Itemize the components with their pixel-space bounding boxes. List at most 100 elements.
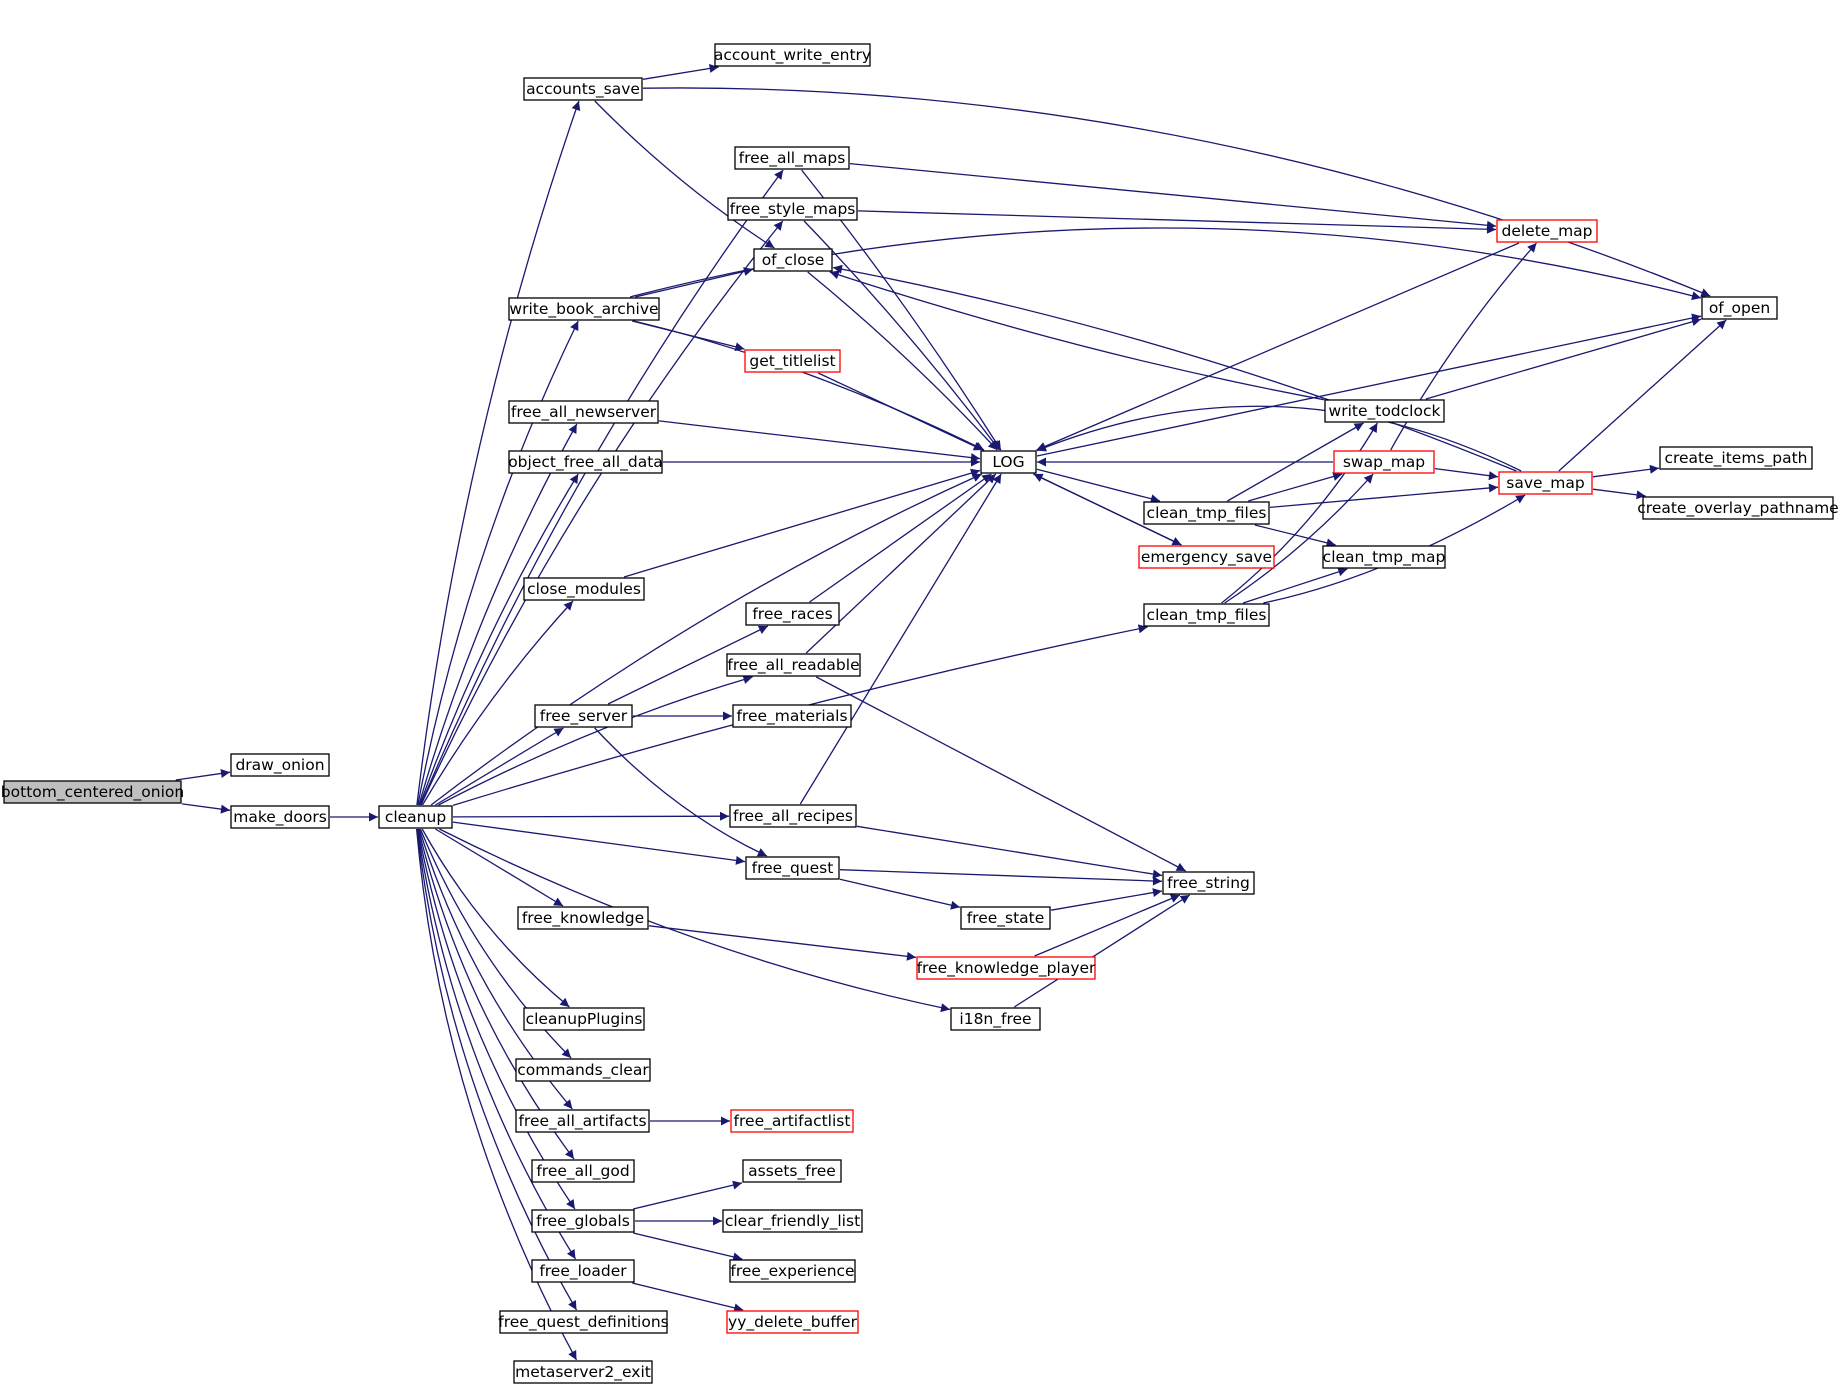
node-box[interactable] <box>753 248 833 272</box>
node-free-quest[interactable]: free_quest <box>745 856 840 880</box>
node-commands-clear[interactable]: commands_clear <box>515 1058 651 1082</box>
node-box[interactable] <box>742 1159 842 1183</box>
node-box[interactable] <box>523 577 645 601</box>
node-free-artifactlist[interactable]: free_artifactlist <box>730 1109 854 1133</box>
node-box[interactable] <box>1498 471 1593 495</box>
node-box[interactable] <box>729 1259 856 1283</box>
node-free-all-god[interactable]: free_all_god <box>531 1159 635 1183</box>
node-free-all-recipes[interactable]: free_all_recipes <box>729 804 857 828</box>
node-box[interactable] <box>523 1007 645 1031</box>
node-make-doors[interactable]: make_doors <box>230 805 330 829</box>
node-bottom-centered-onion[interactable]: bottom_centered_onion <box>1 780 184 804</box>
node-box[interactable] <box>1496 219 1598 243</box>
node-box[interactable] <box>515 1109 650 1133</box>
node-box[interactable] <box>508 450 663 474</box>
node-free-all-newserver[interactable]: free_all_newserver <box>508 400 659 424</box>
node-box[interactable] <box>745 602 840 626</box>
node-box[interactable] <box>960 906 1051 930</box>
node-save-map[interactable]: save_map <box>1498 471 1593 495</box>
node-box[interactable] <box>1143 501 1270 525</box>
node-box[interactable] <box>729 804 857 828</box>
node-box[interactable] <box>230 753 330 777</box>
node-free-races[interactable]: free_races <box>745 602 840 626</box>
node-write-book-archive[interactable]: write_book_archive <box>508 297 660 321</box>
node-box[interactable] <box>1322 545 1446 569</box>
node-box[interactable] <box>499 1310 668 1334</box>
node-metaserver2-exit[interactable]: metaserver2_exit <box>513 1360 653 1384</box>
node-box[interactable] <box>714 43 871 67</box>
node-box[interactable] <box>1162 871 1255 895</box>
node-free-experience[interactable]: free_experience <box>729 1259 856 1283</box>
node-assets-free[interactable]: assets_free <box>742 1159 842 1183</box>
node-delete-map[interactable]: delete_map <box>1496 219 1598 243</box>
node-account-write-entry[interactable]: account_write_entry <box>714 43 871 67</box>
node-accounts-save[interactable]: accounts_save <box>523 77 643 101</box>
node-object-free-all-data[interactable]: object_free_all_data <box>508 450 663 474</box>
node-free-server[interactable]: free_server <box>534 704 633 728</box>
node-clean-tmp-files-2[interactable]: clean_tmp_files <box>1143 603 1270 627</box>
node-i18n-free[interactable]: i18n_free <box>950 1007 1041 1031</box>
node-free-loader[interactable]: free_loader <box>531 1259 635 1283</box>
node-of-close[interactable]: of_close <box>753 248 833 272</box>
node-box[interactable] <box>1659 446 1813 470</box>
node-box[interactable] <box>950 1007 1041 1031</box>
node-box[interactable] <box>1138 545 1275 569</box>
node-yy-delete-buffer[interactable]: yy_delete_buffer <box>726 1310 859 1334</box>
node-box[interactable] <box>517 906 649 930</box>
node-box[interactable] <box>513 1360 653 1384</box>
node-box[interactable] <box>230 805 330 829</box>
node-swap-map[interactable]: swap_map <box>1333 450 1435 474</box>
node-get-titlelist[interactable]: get_titlelist <box>744 349 841 373</box>
node-box[interactable] <box>730 1109 854 1133</box>
node-free-quest-definitions[interactable]: free_quest_definitions <box>498 1310 669 1334</box>
node-LOG[interactable]: LOG <box>980 450 1037 474</box>
node-box[interactable] <box>1642 496 1834 520</box>
node-box[interactable] <box>531 1259 635 1283</box>
node-box[interactable] <box>378 805 453 829</box>
node-free-string[interactable]: free_string <box>1162 871 1255 895</box>
node-box[interactable] <box>726 653 861 677</box>
node-free-globals[interactable]: free_globals <box>531 1209 635 1233</box>
node-free-state[interactable]: free_state <box>960 906 1051 930</box>
node-box[interactable] <box>722 1209 863 1233</box>
node-box[interactable] <box>508 297 660 321</box>
node-box[interactable] <box>531 1159 635 1183</box>
node-clear-friendly-list[interactable]: clear_friendly_list <box>722 1209 863 1233</box>
node-emergency-save[interactable]: emergency_save <box>1138 545 1275 569</box>
node-box[interactable] <box>3 780 182 804</box>
node-box[interactable] <box>727 197 858 221</box>
node-box[interactable] <box>1701 296 1778 320</box>
node-box[interactable] <box>744 349 841 373</box>
node-clean-tmp-map[interactable]: clean_tmp_map <box>1322 545 1446 569</box>
node-free-style-maps[interactable]: free_style_maps <box>727 197 858 221</box>
node-free-all-artifacts[interactable]: free_all_artifacts <box>515 1109 650 1133</box>
node-free-all-maps[interactable]: free_all_maps <box>734 146 850 170</box>
node-box[interactable] <box>534 704 633 728</box>
node-free-knowledge-player[interactable]: free_knowledge_player <box>916 956 1096 980</box>
node-box[interactable] <box>916 956 1096 980</box>
node-box[interactable] <box>734 146 850 170</box>
node-free-knowledge[interactable]: free_knowledge <box>517 906 649 930</box>
node-free-all-readable[interactable]: free_all_readable <box>726 653 861 677</box>
node-create-overlay-pathname[interactable]: create_overlay_pathname <box>1637 496 1839 520</box>
node-box[interactable] <box>515 1058 651 1082</box>
node-draw-onion[interactable]: draw_onion <box>230 753 330 777</box>
node-create-items-path[interactable]: create_items_path <box>1659 446 1813 470</box>
node-box[interactable] <box>980 450 1037 474</box>
node-box[interactable] <box>1143 603 1270 627</box>
node-box[interactable] <box>531 1209 635 1233</box>
node-close-modules[interactable]: close_modules <box>523 577 645 601</box>
node-box[interactable] <box>1324 399 1445 423</box>
node-box[interactable] <box>523 77 643 101</box>
node-box[interactable] <box>508 400 659 424</box>
node-cleanup[interactable]: cleanup <box>378 805 453 829</box>
node-free-materials[interactable]: free_materials <box>732 704 852 728</box>
node-write-todclock[interactable]: write_todclock <box>1324 399 1445 423</box>
node-of-open[interactable]: of_open <box>1701 296 1778 320</box>
node-box[interactable] <box>726 1310 859 1334</box>
node-box[interactable] <box>732 704 852 728</box>
node-box[interactable] <box>1333 450 1435 474</box>
node-box[interactable] <box>745 856 840 880</box>
node-cleanupPlugins[interactable]: cleanupPlugins <box>523 1007 645 1031</box>
node-clean-tmp-files-1[interactable]: clean_tmp_files <box>1143 501 1270 525</box>
